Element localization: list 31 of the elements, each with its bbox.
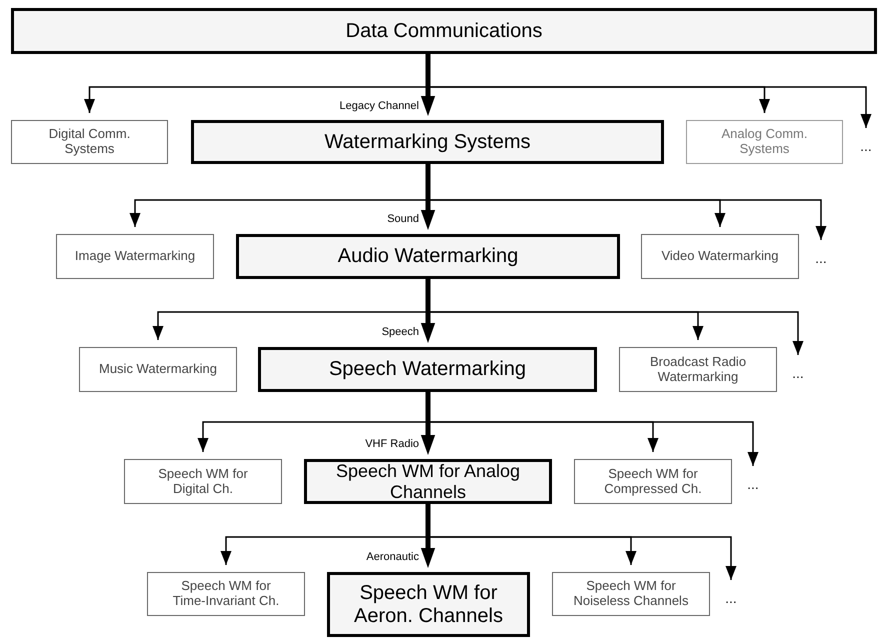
- category-box: Digital Comm. Systems: [11, 120, 168, 164]
- category-box: Speech WM for Time-Invariant Ch.: [147, 572, 305, 616]
- arrow: [420, 164, 436, 230]
- main-category-box: Data Communications: [11, 8, 877, 54]
- arrow: [420, 279, 436, 343]
- edge-label: Speech: [380, 326, 420, 338]
- main-category-box: Speech WM for Aeron. Channels: [327, 572, 530, 637]
- arrow: [420, 504, 436, 568]
- ellipsis-text: ...: [720, 587, 742, 609]
- edge-label: Aeronautic: [365, 551, 420, 564]
- ellipsis-text: ...: [810, 247, 832, 269]
- category-box: Image Watermarking: [56, 234, 214, 279]
- main-category-box: Speech WM for Analog Channels: [304, 459, 552, 504]
- ellipsis-text: ...: [787, 362, 809, 384]
- category-box: Speech WM for Compressed Ch.: [574, 459, 732, 504]
- edge-label: Legacy Channel: [338, 100, 420, 112]
- arrow: [420, 54, 436, 116]
- ellipsis-text: ...: [742, 473, 764, 495]
- ellipsis-text: ...: [855, 135, 877, 157]
- main-category-box: Speech Watermarking: [258, 347, 597, 392]
- main-category-box: Watermarking Systems: [191, 120, 664, 164]
- category-box: Speech WM for Noiseless Channels: [552, 572, 710, 616]
- category-box: Music Watermarking: [79, 347, 237, 392]
- category-box: Speech WM for Digital Ch.: [124, 459, 282, 504]
- arrow: [420, 392, 436, 455]
- main-category-box: Audio Watermarking: [236, 234, 620, 279]
- edge-label: VHF Radio: [364, 438, 420, 450]
- edge-label: Sound: [386, 213, 420, 226]
- category-box: Video Watermarking: [641, 234, 799, 279]
- category-box: Broadcast Radio Watermarking: [619, 347, 777, 392]
- category-box: Analog Comm. Systems: [686, 120, 843, 164]
